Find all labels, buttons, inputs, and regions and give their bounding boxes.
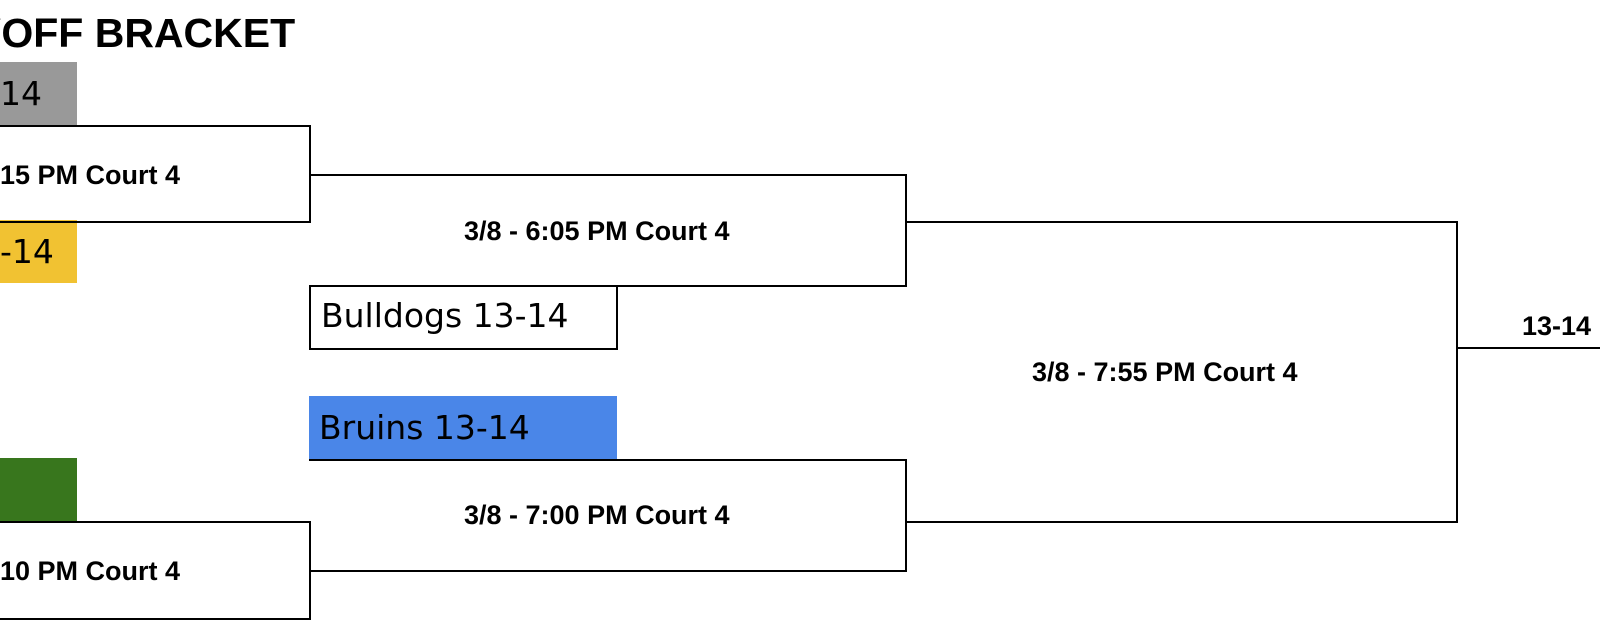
semi2-label: 3/8 - 7:00 PM Court 4 — [464, 500, 730, 530]
g1-top-line — [0, 125, 311, 127]
team-bruins-label: Bruins 13-14 — [319, 408, 530, 447]
team-slot-gray: 14 — [0, 62, 77, 125]
team-slot-bruins: Bruins 13-14 — [309, 396, 617, 460]
final-label: 3/8 - 7:55 PM Court 4 — [1032, 357, 1298, 387]
semi1-label: 3/8 - 6:05 PM Court 4 — [464, 216, 730, 246]
champion-line — [1456, 347, 1600, 349]
semi2-top-line — [309, 459, 907, 461]
final-right-line — [1456, 221, 1458, 523]
team-bulldogs-label: Bulldogs 13-14 — [321, 296, 569, 335]
team-slot-yellow: -14 — [0, 220, 77, 283]
champion-label: 13-14 — [1522, 311, 1592, 341]
team-slot-bulldogs: Bulldogs 13-14 — [309, 285, 618, 350]
semi1-top-line — [309, 174, 907, 176]
final-bottom-line — [905, 521, 1458, 523]
g2-bottom-line — [0, 618, 311, 620]
game1-label: 15 PM Court 4 — [0, 160, 181, 190]
semi2-bottom-line — [309, 570, 907, 572]
team-yellow-label: -14 — [0, 232, 54, 271]
bracket-title: YOFF BRACKET — [0, 10, 296, 56]
g1-bottom-line — [0, 221, 311, 223]
final-top-line — [905, 221, 1458, 223]
game2-label: 10 PM Court 4 — [0, 556, 181, 586]
team-slot-green — [0, 458, 77, 521]
g2-top-line — [0, 521, 311, 523]
semi2-right-line — [905, 459, 907, 572]
team-gray-label: 14 — [0, 74, 42, 113]
semi1-bottom-line — [309, 285, 907, 287]
semi1-right-line — [905, 174, 907, 287]
